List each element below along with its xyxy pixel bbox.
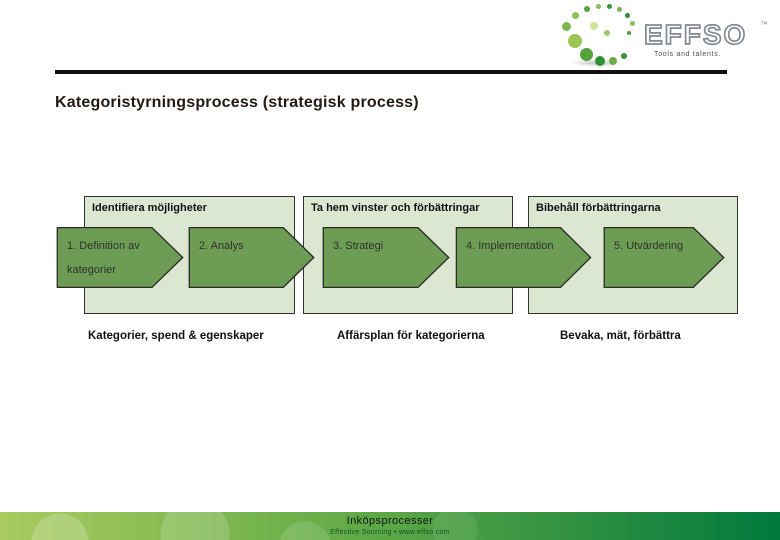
deliverable-label-3: Bevaka, mät, förbättra <box>560 330 681 342</box>
trademark-symbol: ™ <box>760 20 768 29</box>
phase-header: Ta hem vinster och förbättringar <box>311 202 480 214</box>
logo-dot <box>604 30 610 36</box>
effso-dots-icon <box>562 4 642 67</box>
step-arrow-4: 4. Implementation <box>455 227 592 288</box>
step-label: 3. Strategi <box>333 240 384 252</box>
logo-dot <box>568 34 582 48</box>
logo-dot <box>621 53 627 59</box>
footer-title: Inköpsprocesser <box>346 515 434 527</box>
logo-dot <box>562 22 571 31</box>
effso-wordmark: EFFSO <box>643 18 748 51</box>
logo-dot <box>609 57 617 65</box>
logo-dot <box>590 22 598 30</box>
page-title: Kategoristyrningsprocess (strategisk pro… <box>55 93 419 111</box>
step-arrow-1: 1. Definition av kategorier <box>56 227 184 288</box>
footer-subtitle: Effective Sourcing • www.effso.com <box>330 529 450 536</box>
phase-header: Identifiera möjligheter <box>92 202 207 214</box>
step-label: 1. Definition av kategorier <box>67 240 140 276</box>
logo-dot <box>580 48 593 61</box>
logo-tagline: Tools and talents. <box>654 51 722 58</box>
arrow-shape-icon <box>56 227 184 288</box>
logo-dot <box>584 6 590 12</box>
step-label: 5. Utvärdering <box>614 240 684 252</box>
step-label: 2. Analys <box>199 240 244 252</box>
logo-dot <box>607 4 612 9</box>
logo-dot <box>617 7 622 12</box>
arrow-shape-icon <box>188 227 315 288</box>
phase-header: Bibehåll förbättringarna <box>536 202 661 214</box>
footer-gradient-bar <box>0 512 780 540</box>
logo-dot <box>596 4 601 9</box>
arrow-shape-icon <box>322 227 450 288</box>
arrow-shape-icon <box>603 227 725 288</box>
step-label: 4. Implementation <box>466 240 554 252</box>
arrow-shape-icon <box>455 227 592 288</box>
logo-dot <box>627 31 631 35</box>
step-arrow-2: 2. Analys <box>188 227 315 288</box>
effso-logo: EFFSO ™ Tools and talents. <box>560 2 778 68</box>
header-rule <box>55 70 727 74</box>
step-arrow-5: 5. Utvärdering <box>603 227 725 288</box>
step-arrow-3: 3. Strategi <box>322 227 450 288</box>
deliverable-label-2: Affärsplan för kategorierna <box>337 330 485 342</box>
logo-dot <box>625 13 630 18</box>
logo-dot <box>595 56 605 66</box>
deliverable-label-1: Kategorier, spend & egenskaper <box>88 330 264 342</box>
logo-dot <box>572 12 579 19</box>
logo-dot <box>630 21 635 26</box>
